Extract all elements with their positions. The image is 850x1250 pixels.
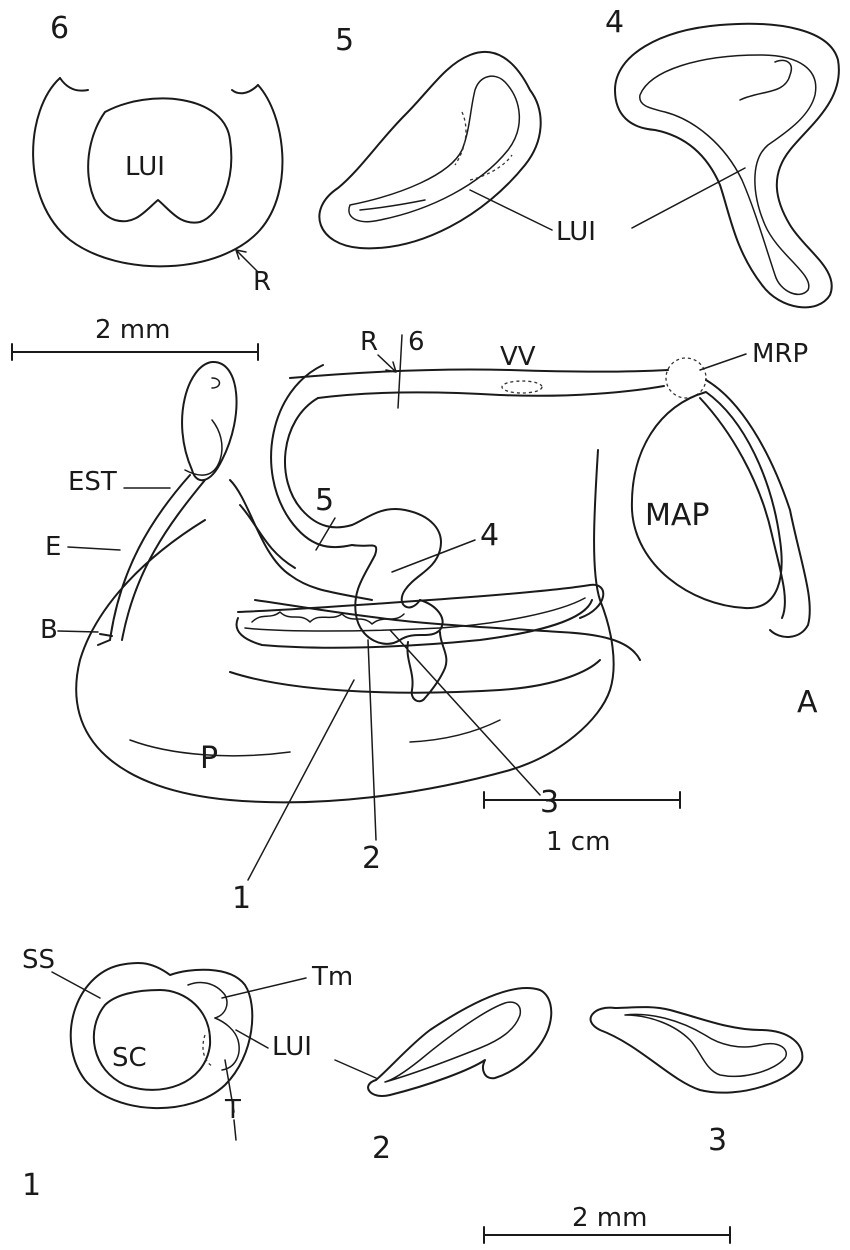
coil-5-label: 5	[315, 483, 334, 518]
leader-tm	[222, 978, 306, 998]
section-1: SC SS Tm LUI T 1	[22, 945, 376, 1203]
ss-label: SS	[22, 945, 55, 975]
section-4-lumen	[640, 55, 816, 294]
scale-bar-bottom-label: 2 mm	[572, 1203, 647, 1233]
section-1-number: 1	[22, 1168, 41, 1203]
section-line-3	[390, 630, 540, 795]
gland-horizontal-upper	[255, 600, 640, 660]
scale-bar-main-line	[484, 792, 680, 808]
section-6-wall-edge-right	[232, 85, 258, 93]
gland-inner-curve-2	[410, 720, 500, 742]
scale-bar-top-line	[12, 344, 258, 360]
coil-4-label: 4	[480, 518, 499, 553]
section-6-r-label: R	[253, 267, 271, 297]
est-label: EST	[68, 467, 117, 497]
section-line-3-label: 3	[540, 785, 559, 820]
section-line-1	[248, 680, 354, 880]
channel-lower	[237, 600, 592, 648]
mrp-circle	[666, 358, 706, 398]
section-4-inner-fold	[740, 61, 791, 100]
e-label: E	[45, 532, 61, 562]
section-1-spinal-cord	[94, 990, 210, 1090]
scale-bar-top: 2 mm	[12, 315, 258, 360]
scale-bar-bottom: 2 mm	[484, 1203, 730, 1243]
mrp-label: MRP	[752, 339, 808, 369]
r-label-main: R	[360, 327, 378, 357]
section-1-lui-fold	[215, 1018, 239, 1070]
section-3: 3	[591, 1007, 803, 1158]
section-1-tm-fold	[188, 982, 227, 1018]
gland-line-mid	[230, 660, 600, 693]
leader-lui-to-section-5	[470, 190, 552, 230]
p-label: P	[200, 741, 218, 776]
section-6-lui-label: LUI	[125, 152, 165, 182]
line-6-label: 6	[408, 327, 425, 357]
b-label: B	[40, 615, 58, 645]
section-2: 2	[368, 988, 551, 1166]
scale-bar-main: 1 cm	[484, 792, 680, 857]
vv-spot	[502, 381, 542, 393]
section-3-number: 3	[708, 1123, 727, 1158]
leader-ss	[52, 972, 100, 998]
est-organ	[182, 362, 236, 480]
lui-label-bottom: LUI	[272, 1032, 312, 1062]
leader-lui-section-2	[335, 1060, 376, 1078]
tm-label: Tm	[311, 962, 353, 992]
section-5-number: 5	[335, 23, 354, 58]
r-arrow-main	[378, 355, 396, 372]
gland-body-outline	[76, 450, 613, 802]
section-1-outer-wall	[71, 963, 253, 1108]
section-6-wall-edge-left	[60, 78, 88, 91]
channel-upper	[238, 585, 603, 618]
e-duct-inner	[122, 480, 205, 640]
section-4: 4	[605, 5, 839, 307]
section-line-2	[368, 640, 376, 840]
coil-4-tail	[407, 632, 446, 701]
section-4-number: 4	[605, 5, 624, 40]
section-2-number: 2	[372, 1131, 391, 1166]
lui-label-middle: LUI	[556, 217, 596, 247]
section-line-1-label: 1	[232, 881, 251, 916]
leader-4	[392, 540, 475, 572]
dorsal-tube-lower	[318, 386, 664, 398]
mrp-stalk-outer	[706, 380, 810, 637]
leader-e	[68, 547, 120, 550]
leader-mrp	[700, 354, 746, 370]
leader-lui-section-1	[236, 1030, 268, 1048]
figure-panel-a-label: A	[797, 685, 818, 720]
scale-bar-main-label: 1 cm	[546, 827, 610, 857]
section-2-outer-wall	[368, 988, 551, 1096]
section-2-lumen	[385, 1002, 520, 1082]
b-marker	[98, 634, 112, 645]
leader-lui-to-section-4	[632, 168, 745, 228]
channel-ridge	[245, 598, 585, 631]
est-mark	[212, 378, 220, 388]
section-6: 6 LUI R	[33, 11, 282, 297]
section-6-number: 6	[50, 11, 69, 46]
section-5: 5	[319, 23, 540, 248]
section-5-inner-fold	[360, 200, 425, 210]
sc-label: SC	[112, 1043, 147, 1073]
gland-top-outer	[230, 480, 372, 600]
map-label: MAP	[645, 498, 710, 533]
main-organ-drawing: MAP 5 4 EST E B	[40, 327, 818, 916]
section-line-2-label: 2	[362, 841, 381, 876]
section-3-lumen	[625, 1014, 786, 1076]
dorsal-tube-upper	[290, 369, 668, 378]
scale-bar-top-label: 2 mm	[95, 315, 170, 345]
vv-label: VV	[500, 342, 536, 372]
